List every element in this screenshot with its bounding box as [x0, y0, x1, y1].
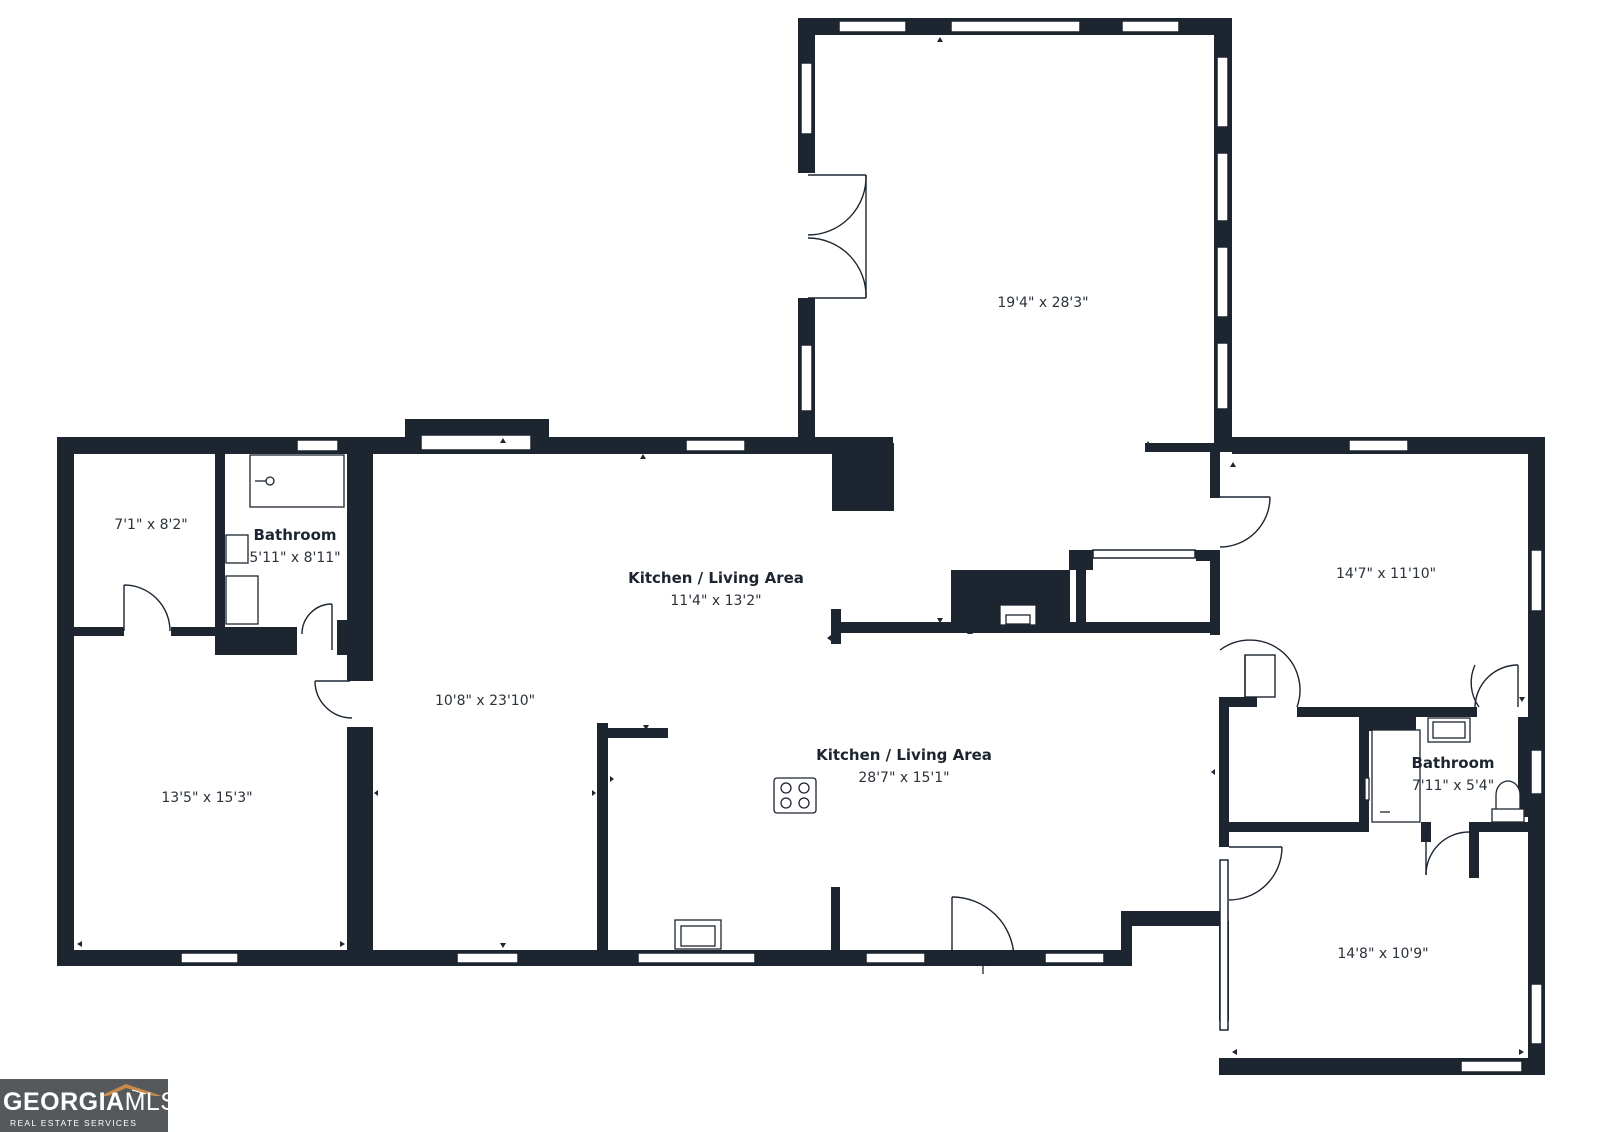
entry-arrow-icon: [976, 958, 990, 974]
kitchen-living-1-dimensions: 11'4" x 13'2": [670, 593, 761, 609]
logo-brand-secondary: MLS: [124, 1088, 178, 1116]
fixtures: [225, 454, 1525, 950]
hallway-dimensions: 10'8" x 23'10": [435, 693, 535, 709]
bathroom-1-dimensions: 5'11" x 8'11": [249, 550, 340, 566]
upper-room-dimensions: 19'4" x 28'3": [997, 295, 1088, 311]
room-labels: 19'4" x 28'3" 7'1" x 8'2" Bathroom 5'11"…: [114, 295, 1494, 962]
bedroom-right-bottom-dimensions: 14'8" x 10'9": [1337, 946, 1428, 962]
bedroom-right-top-dimensions: 14'7" x 11'10": [1336, 566, 1436, 582]
bedroom-left-dimensions: 13'5" x 15'3": [161, 790, 252, 806]
bathroom-2-name: Bathroom: [1411, 754, 1494, 772]
kitchen-living-1-name: Kitchen / Living Area: [628, 569, 804, 587]
bathroom-2-dimensions: 7'11" x 5'4": [1412, 778, 1494, 794]
windows: [180, 20, 1543, 1073]
doors: [123, 174, 1519, 959]
logo-brand-primary: GEORGIA: [3, 1088, 125, 1116]
small-room-dimensions: 7'1" x 8'2": [114, 517, 187, 533]
logo-brand-text: GEORGIAMLS: [3, 1088, 177, 1117]
kitchen-living-2-name: Kitchen / Living Area: [816, 746, 992, 764]
logo-tagline: REAL ESTATE SERVICES: [10, 1118, 138, 1128]
cooktop-icon: [773, 777, 817, 814]
dimension-markers: [77, 37, 1525, 1055]
bathroom-1-name: Bathroom: [253, 526, 336, 544]
georgia-mls-logo: GEORGIAMLS REAL ESTATE SERVICES: [0, 1079, 177, 1132]
roof-icon: [100, 1084, 162, 1096]
kitchen-living-2-dimensions: 28'7" x 15'1": [858, 770, 949, 786]
